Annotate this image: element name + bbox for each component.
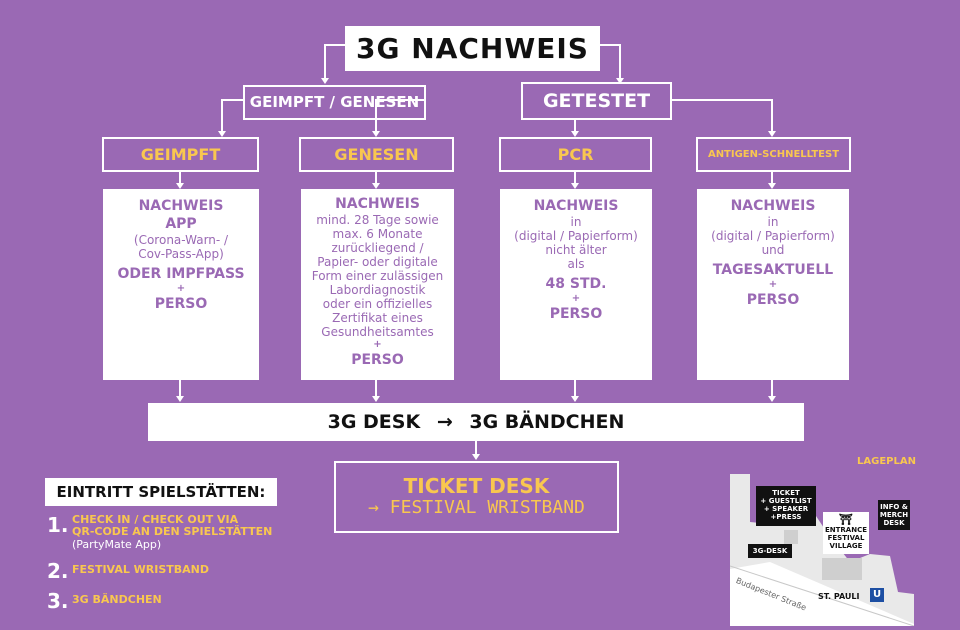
box-geimpft: GEIMPFT bbox=[102, 137, 259, 172]
card-antigen-line: (digital / Papierform) bbox=[711, 229, 835, 243]
card-geimpft-line: Cov-Pass-App) bbox=[138, 247, 224, 261]
card-antigen-line: NACHWEIS bbox=[730, 198, 816, 214]
desk-label: 3G DESK bbox=[327, 411, 421, 433]
entry-item-text: QR-CODE AN DEN SPIELSTÄTTEN bbox=[72, 525, 273, 538]
entry-number: 3. bbox=[47, 589, 69, 613]
card-pcr-line: 48 STD. bbox=[545, 276, 607, 292]
ticket-desk-subtitle: → FESTIVAL WRISTBAND bbox=[368, 497, 585, 518]
card-geimpft-plus: + bbox=[176, 283, 186, 294]
ubahn-icon: U bbox=[870, 588, 884, 602]
entry-item-1: CHECK IN / CHECK OUT VIA QR-CODE AN DEN … bbox=[72, 513, 292, 552]
card-geimpft-line: ODER IMPFPASS bbox=[117, 266, 245, 282]
card-genesen-line: Gesundheitsamtes bbox=[321, 325, 434, 339]
map-label-line: + SPEAKER bbox=[763, 505, 809, 513]
card-antigen-line: PERSO bbox=[746, 292, 800, 308]
card-antigen-line: TAGESAKTUELL bbox=[712, 262, 834, 278]
entry-item-note: (PartyMate App) bbox=[72, 538, 162, 551]
map-label-line: VILLAGE bbox=[829, 542, 863, 550]
card-genesen-line: PERSO bbox=[351, 352, 404, 368]
card-genesen-line: oder ein offizielles bbox=[322, 297, 433, 311]
card-geimpft: NACHWEIS APP (Corona-Warn- / Cov-Pass-Ap… bbox=[103, 189, 259, 380]
map-title: LAGEPLAN bbox=[857, 456, 916, 467]
card-geimpft-line: NACHWEIS bbox=[138, 198, 224, 214]
arrow-right-icon: → bbox=[436, 411, 453, 433]
card-geimpft-line: (Corona-Warn- / bbox=[133, 233, 229, 247]
card-pcr-line: nicht älter bbox=[545, 243, 607, 257]
card-genesen-line: Zertifikat eines bbox=[332, 311, 423, 325]
entry-item-2: FESTIVAL WRISTBAND bbox=[72, 563, 210, 576]
map-label-line: DESK bbox=[883, 519, 905, 527]
card-geimpft-line: APP bbox=[165, 216, 197, 232]
card-genesen: NACHWEIS mind. 28 Tage sowie max. 6 Mona… bbox=[301, 189, 454, 380]
entry-number: 1. bbox=[47, 513, 69, 537]
map-info-label: INFO & MERCH DESK bbox=[878, 500, 910, 530]
card-genesen-line: NACHWEIS bbox=[335, 196, 420, 212]
map-3g-desk-label: 3G-DESK bbox=[748, 544, 792, 558]
entry-item-text: CHECK IN / CHECK OUT VIA bbox=[72, 513, 239, 526]
card-antigen: NACHWEIS in (digital / Papierform) und T… bbox=[697, 189, 849, 380]
card-geimpft-line: PERSO bbox=[154, 296, 208, 312]
card-pcr-line: PERSO bbox=[549, 306, 603, 322]
card-pcr-line: (digital / Papierform) bbox=[514, 229, 638, 243]
site-map: TICKET + GUESTLIST + SPEAKER +PRESS INFO… bbox=[730, 474, 914, 626]
category-getestet: GETESTET bbox=[521, 82, 672, 120]
box-pcr: PCR bbox=[499, 137, 652, 172]
gate-icon: ⛩ bbox=[839, 513, 853, 526]
page-title: 3G NACHWEIS bbox=[345, 26, 600, 71]
card-genesen-line: Papier- oder digitale bbox=[317, 255, 438, 269]
card-antigen-line: und bbox=[761, 243, 785, 257]
category-geimpft-genesen: GEIMPFT / GENESEN bbox=[243, 85, 426, 120]
entry-heading: EINTRITT SPIELSTÄTTEN: bbox=[45, 478, 277, 506]
desk-bar: 3G DESK → 3G BÄNDCHEN bbox=[148, 403, 804, 441]
card-genesen-line: mind. 28 Tage sowie bbox=[316, 213, 439, 227]
map-label-line: INFO & bbox=[880, 503, 908, 511]
card-genesen-line: Labordiagnostik bbox=[329, 283, 426, 297]
card-genesen-line: max. 6 Monate bbox=[332, 227, 423, 241]
card-pcr: NACHWEIS in (digital / Papierform) nicht… bbox=[500, 189, 652, 380]
card-antigen-plus: + bbox=[768, 279, 778, 290]
card-pcr-plus: + bbox=[571, 293, 581, 304]
band-label: 3G BÄNDCHEN bbox=[469, 411, 625, 433]
card-genesen-line: zurückliegend / bbox=[331, 241, 424, 255]
card-antigen-line: in bbox=[767, 215, 779, 229]
card-pcr-line: in bbox=[570, 215, 582, 229]
map-station-label: ST. PAULI bbox=[818, 592, 860, 601]
entry-item-3: 3G BÄNDCHEN bbox=[72, 593, 162, 606]
card-genesen-line: Form einer zulässigen bbox=[311, 269, 444, 283]
map-label-line: FESTIVAL bbox=[827, 534, 865, 542]
card-genesen-plus: + bbox=[373, 339, 382, 350]
box-genesen: GENESEN bbox=[299, 137, 454, 172]
entry-number: 2. bbox=[47, 559, 69, 583]
map-label-line: TICKET bbox=[772, 489, 800, 497]
map-label-line: +PRESS bbox=[770, 513, 802, 521]
card-pcr-line: NACHWEIS bbox=[533, 198, 619, 214]
map-label-line: ENTRANCE bbox=[825, 526, 867, 534]
map-label-line: + GUESTLIST bbox=[760, 497, 812, 505]
ticket-desk-title: TICKET DESK bbox=[403, 474, 550, 498]
card-pcr-line: als bbox=[567, 257, 585, 271]
ticket-desk-box: TICKET DESK → FESTIVAL WRISTBAND bbox=[334, 461, 619, 533]
map-entrance-label: ⛩ ENTRANCE FESTIVAL VILLAGE bbox=[823, 512, 869, 554]
map-ticket-label: TICKET + GUESTLIST + SPEAKER +PRESS bbox=[756, 486, 816, 526]
box-antigen: ANTIGEN-SCHNELLTEST bbox=[696, 137, 851, 172]
map-label-line: MERCH bbox=[879, 511, 909, 519]
